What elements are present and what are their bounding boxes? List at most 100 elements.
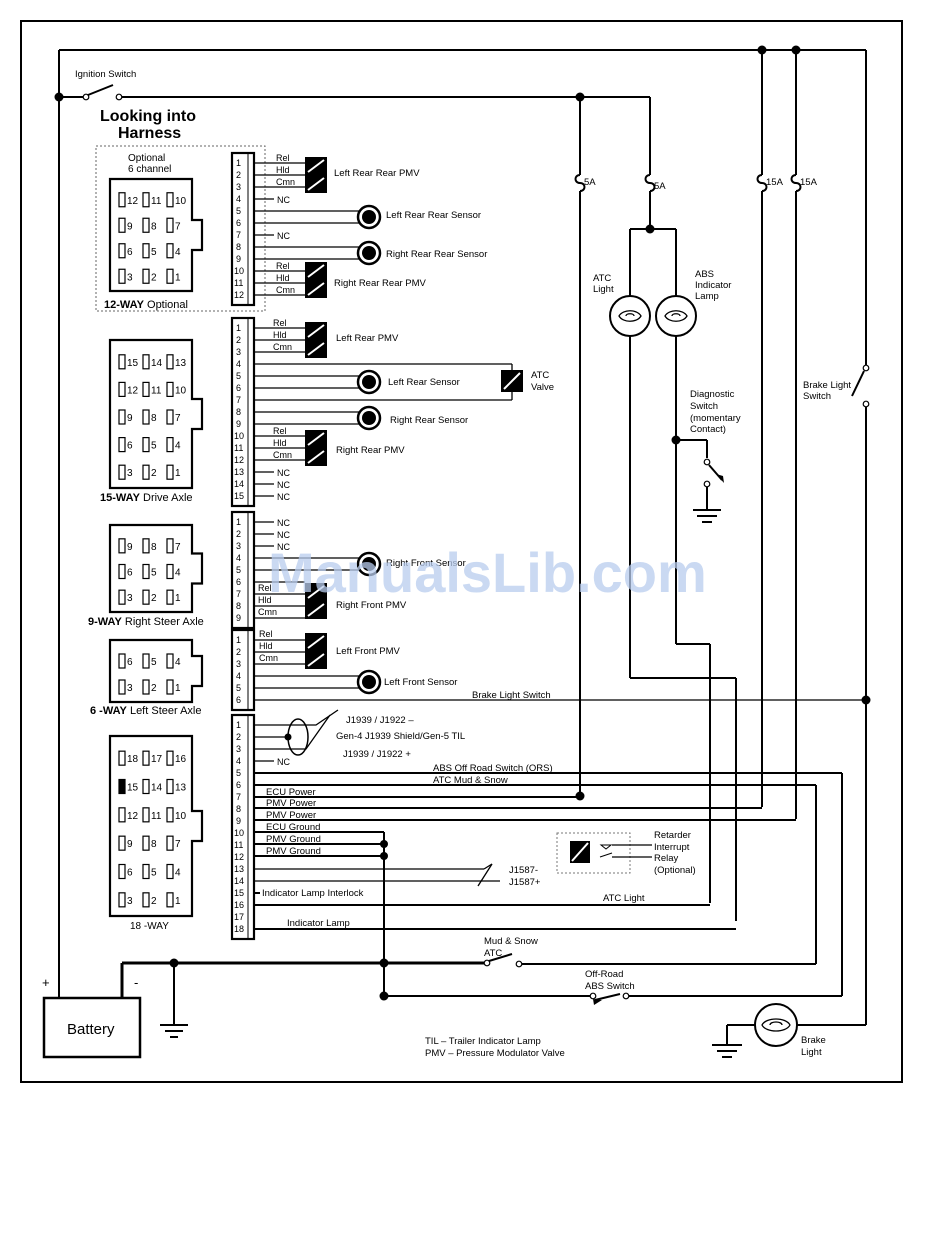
pin-socket xyxy=(142,863,150,880)
pmv-solenoid xyxy=(305,157,327,193)
conn9-title: 9-WAY Right Steer Axle xyxy=(88,616,204,628)
pin-number: 5 xyxy=(236,683,241,693)
pin-socket xyxy=(166,268,174,284)
device-label: Right Rear Rear Sensor xyxy=(386,249,487,260)
wire-label: NC xyxy=(277,231,290,241)
pin-socket xyxy=(166,835,174,851)
wire-label: NC xyxy=(277,530,290,540)
face-pin-number: 5 xyxy=(151,247,157,258)
conn6-wiring xyxy=(254,639,866,701)
face-pin-number: 7 xyxy=(175,413,181,424)
wire-label: Hld xyxy=(273,330,287,340)
pin-socket xyxy=(118,192,126,208)
face-pin-number: 2 xyxy=(151,272,157,283)
pin-number: 15 xyxy=(234,888,244,898)
pin-number: 1 xyxy=(236,323,241,333)
pin-number: 9 xyxy=(236,419,241,429)
abs-indicator-lamp xyxy=(655,295,697,337)
pin-socket xyxy=(118,863,126,880)
wire-label: J1939 / J1922 + xyxy=(343,749,411,760)
face-pin-number: 12 xyxy=(127,811,139,822)
pin-socket xyxy=(142,892,150,908)
pin-number: 13 xyxy=(234,864,244,874)
pin-socket xyxy=(166,243,174,259)
fuse-5a-label: 5A xyxy=(654,181,666,192)
face-pin-number: 14 xyxy=(151,783,163,794)
face-pin-number: 2 xyxy=(151,593,157,604)
wire-label: Gen-4 J1939 Shield/Gen-5 TIL xyxy=(336,731,465,742)
battery-positive-wiring xyxy=(54,45,867,998)
wire-label: Cmn xyxy=(273,450,292,460)
pin-socket xyxy=(142,563,150,580)
face-pin-number: 15 xyxy=(127,783,139,794)
pin-number: 8 xyxy=(236,242,241,252)
device-label: Left Rear Rear Sensor xyxy=(386,210,481,221)
wire-label: PMV Ground xyxy=(266,834,321,845)
optional-label: 6 channel xyxy=(128,164,171,175)
pin-socket xyxy=(118,381,126,397)
retarder-label: Relay xyxy=(654,853,679,864)
harness-title: Looking into xyxy=(100,108,196,125)
face-pin-number: 4 xyxy=(175,247,181,258)
device-label: Right Rear Sensor xyxy=(390,415,468,426)
device-label: Valve xyxy=(531,382,554,393)
wire-label: Rel xyxy=(259,629,273,639)
ignition-switch-label: Ignition Switch xyxy=(75,69,136,80)
pin-socket xyxy=(142,750,150,766)
pin-socket xyxy=(166,778,174,795)
pin-number: 6 xyxy=(236,695,241,705)
pin-number: 11 xyxy=(234,278,243,288)
atc-valve xyxy=(501,370,523,392)
retarder-label: Interrupt xyxy=(654,842,690,853)
wire-label: Hld xyxy=(276,273,290,283)
wire-label: NC xyxy=(277,195,290,205)
diagnostic-switch-label: Contact) xyxy=(690,424,726,435)
wire-label: ECU Ground xyxy=(266,822,320,833)
brake-light-switch: Brake Light Switch xyxy=(797,364,871,1026)
pin-number: 6 xyxy=(236,577,241,587)
wheel-speed-sensor xyxy=(356,669,382,695)
brake-light-label: Light xyxy=(801,1047,822,1058)
pin-number: 11 xyxy=(234,840,243,850)
pin-number: 4 xyxy=(236,671,241,681)
pin-socket xyxy=(166,192,174,208)
pin-socket xyxy=(166,863,174,880)
diagnostic-switch-label: (momentary xyxy=(690,413,741,424)
conn18-wiring xyxy=(254,709,843,998)
pin-number: 9 xyxy=(236,254,241,264)
pin-number: 1 xyxy=(236,517,241,527)
face-pin-number: 11 xyxy=(151,196,162,207)
pin-number: 10 xyxy=(234,828,244,838)
optional-group-box xyxy=(95,145,266,312)
face-pin-number: 6 xyxy=(127,868,133,879)
conn15-title: 15-WAY Drive Axle xyxy=(100,492,193,504)
conn6-title: 6 -WAY Left Steer Axle xyxy=(90,705,202,717)
pin-number: 6 xyxy=(236,780,241,790)
pin-socket xyxy=(118,437,126,453)
pmv-and-sensors xyxy=(305,157,523,695)
retarder-label: Retarder xyxy=(654,830,691,841)
pin-socket xyxy=(142,589,150,605)
wire-label: Rel xyxy=(258,583,272,593)
pin-number: 5 xyxy=(236,768,241,778)
conn9-wiring xyxy=(254,521,362,619)
device-label: ATC xyxy=(531,370,549,381)
face-pin-number: 15 xyxy=(127,358,139,369)
retarder-label: (Optional) xyxy=(654,865,696,876)
face-pin-number: 13 xyxy=(175,358,187,369)
conn15-wiring xyxy=(254,327,513,497)
pin-socket xyxy=(118,653,126,669)
face-pin-number: 5 xyxy=(151,441,157,452)
pin-number: 6 xyxy=(236,218,241,228)
pin-socket xyxy=(118,563,126,580)
atc-abs-lamps: ATC Light ABS Indicator Lamp xyxy=(593,224,737,921)
brake-light-switch-label: Brake Light xyxy=(803,380,851,391)
face-pin-number: 7 xyxy=(175,839,181,850)
pin-number: 12 xyxy=(234,455,244,465)
pin-number: 4 xyxy=(236,553,241,563)
brake-light: Brake Light xyxy=(712,1003,826,1058)
ground-bus xyxy=(120,958,590,1038)
